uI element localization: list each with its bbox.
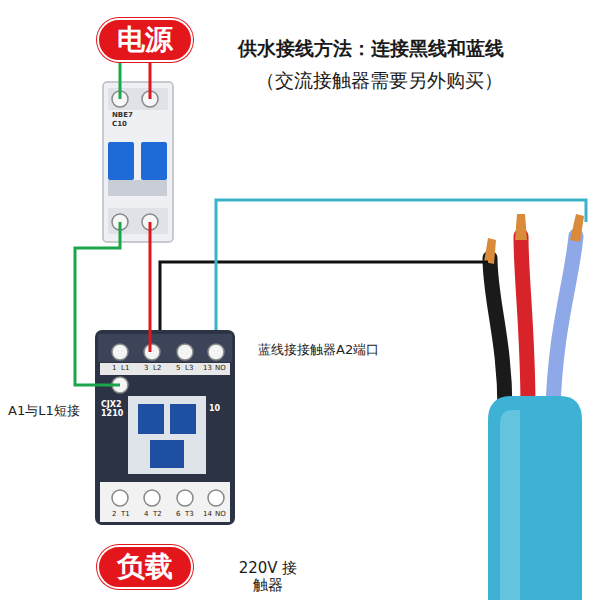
title-text: 供水接线方法：连接黑线和蓝线 <box>238 38 504 60</box>
wire-connector <box>149 242 152 330</box>
terminal-pill: 电源 <box>97 18 193 62</box>
breaker-symbol <box>103 82 173 242</box>
pill-label: 负载 <box>117 550 173 584</box>
terminal-name: NO <box>215 364 226 372</box>
terminal-name: T2 <box>153 510 162 518</box>
note-text: A1与L1短接 <box>8 404 80 419</box>
wire-connector <box>75 242 120 385</box>
cable <box>484 214 584 600</box>
subtitle-text: （交流接触器需要另外购买） <box>256 70 503 92</box>
terminal-number: 14 <box>203 510 212 518</box>
terminal-name: L1 <box>121 364 129 372</box>
contactor-symbol <box>95 330 235 525</box>
terminal-number: 3 <box>144 364 148 372</box>
device-model-text: C10 <box>112 120 127 128</box>
terminal-number: 5 <box>176 364 180 372</box>
breaker-box: NBE7C10 <box>103 82 173 242</box>
wire-connector <box>149 62 152 82</box>
terminal-number: 6 <box>176 510 180 518</box>
terminal-number: 4 <box>144 510 148 518</box>
terminal-name: T3 <box>185 510 194 518</box>
pill-label: 电源 <box>117 23 173 57</box>
terminal-number: 2 <box>112 510 116 518</box>
terminal-number: 13 <box>203 364 212 372</box>
terminal-name: NO <box>215 510 226 518</box>
blue-wire <box>216 200 586 352</box>
terminal-pill: 负载 <box>97 545 193 589</box>
terminal-name: L2 <box>153 364 161 372</box>
device-model-text: 10 <box>209 404 220 413</box>
device-model-text: CJX2 1210 <box>101 400 129 418</box>
device-caption: 220V 接触器 <box>238 560 298 595</box>
note-text: 蓝线接接触器A2端口 <box>258 343 379 358</box>
terminal-number: 1 <box>112 364 116 372</box>
wire-connector <box>119 62 122 82</box>
contactor-box: CJX2 1210 10 <box>95 330 235 525</box>
device-model-text: NBE7 <box>112 111 133 119</box>
terminal-name: T1 <box>121 510 130 518</box>
terminal-name: L3 <box>185 364 193 372</box>
